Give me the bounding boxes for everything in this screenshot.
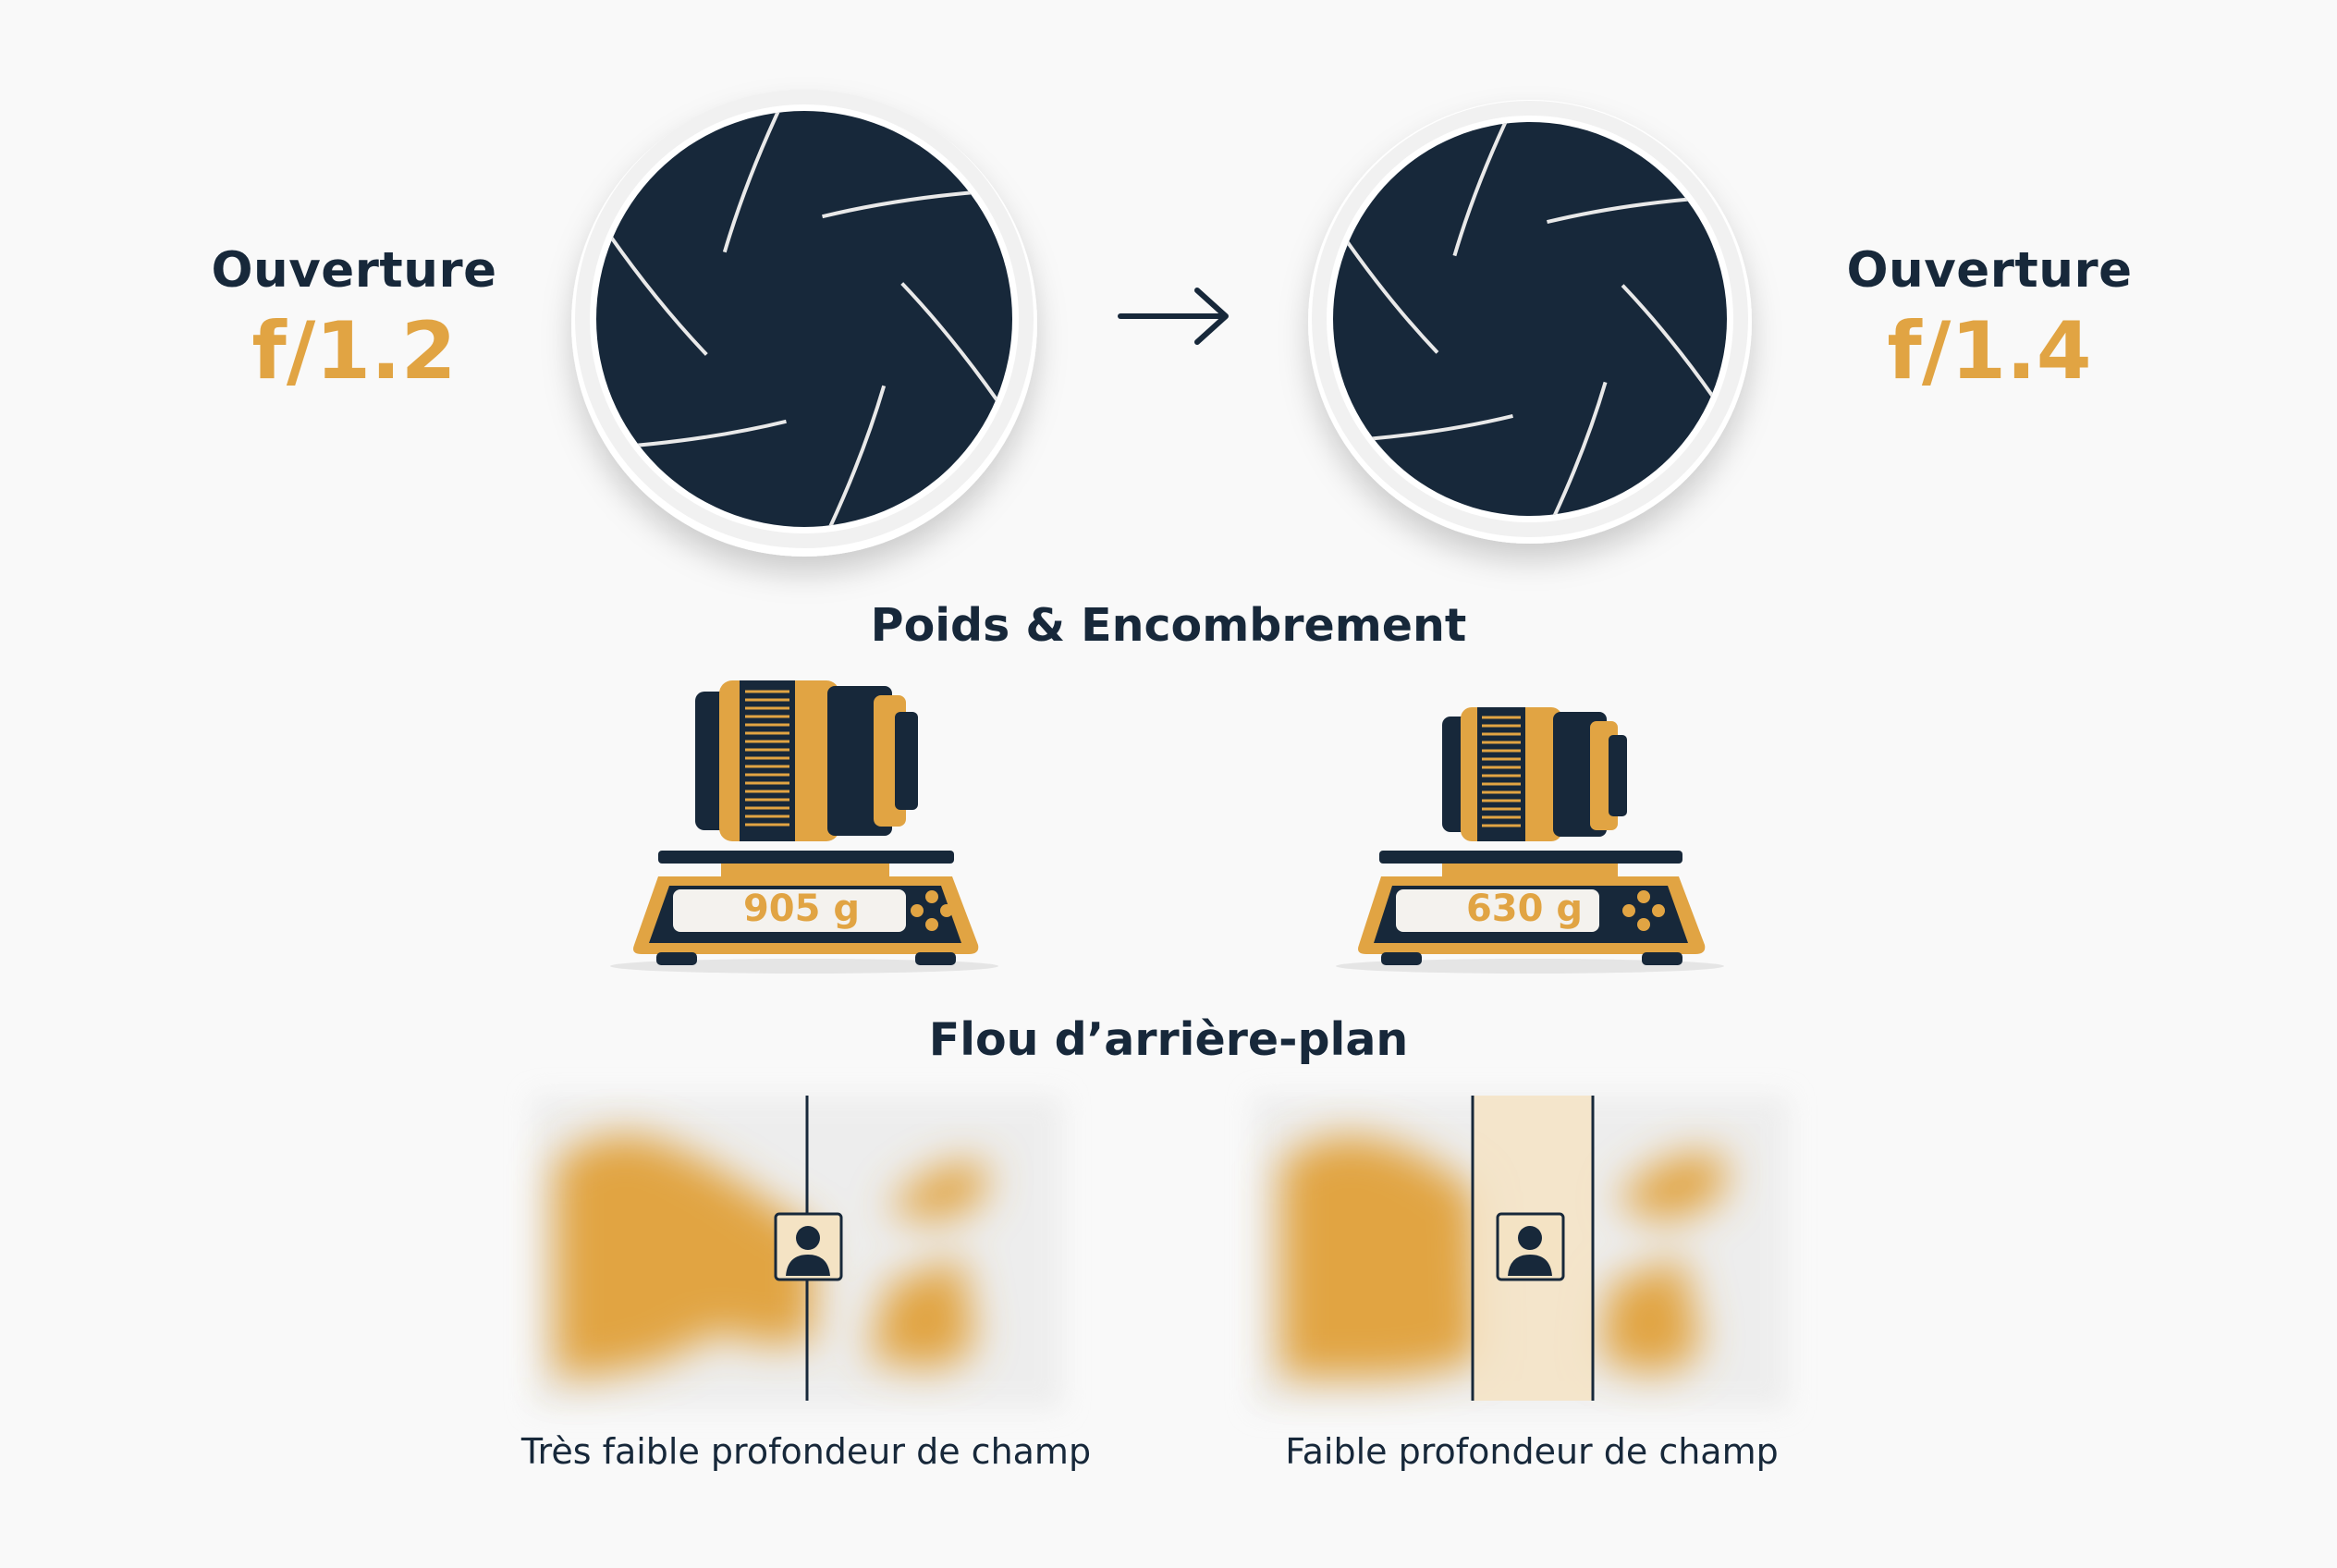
aperture-left-value: f/1.2 [251, 305, 457, 398]
blur-left-caption: Très faible profondeur de champ [520, 1431, 1092, 1472]
aperture-right-icon [1308, 100, 1752, 544]
aperture-right-word: Ouverture [1846, 242, 2133, 299]
blur-section-title: Flou d’arrière-plan [928, 1013, 1409, 1066]
aperture-left-icon [571, 90, 1037, 557]
scale-right-reading: 630 g [1465, 888, 1583, 930]
iris-blade-line [1452, 122, 1590, 257]
iris-blade-line [741, 385, 887, 527]
aperture-right-value: f/1.4 [1887, 305, 2092, 398]
blur-right-caption: Faible profondeur de champ [1285, 1431, 1779, 1472]
scale-left-reading: 905 g [742, 888, 860, 930]
blur-left-illustration [532, 1096, 1063, 1410]
aperture-left-word: Ouverture [211, 242, 497, 299]
scale-right-icon [1336, 707, 1724, 974]
iris-blade-line [1470, 381, 1608, 516]
scale-left-icon [610, 680, 998, 974]
blur-right-illustration [1253, 1096, 1789, 1410]
arrow-right-icon [1118, 288, 1229, 345]
iris-blade-line [722, 111, 867, 253]
weight-section-title: Poids & Encombrement [870, 599, 1467, 652]
